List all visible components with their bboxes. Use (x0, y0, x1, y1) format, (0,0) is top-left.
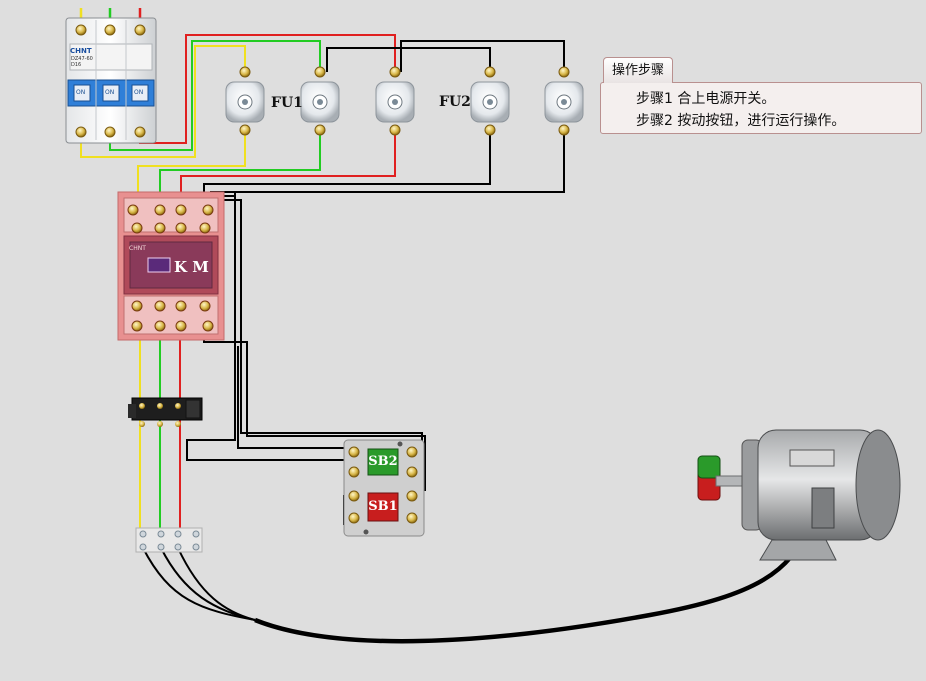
stop-button-sb1[interactable] (367, 492, 399, 522)
breaker-model: DZ47-60 (71, 56, 93, 62)
fu1-label: FU1 (271, 95, 303, 111)
circuit-breaker[interactable] (65, 17, 157, 144)
operation-steps-tab[interactable]: 操作步骤 (603, 57, 674, 83)
breaker-rating: D16 (71, 62, 82, 68)
motor-cable (142, 527, 811, 644)
contactor-brand: CHNT (129, 245, 146, 252)
start-button-sb2[interactable] (367, 448, 399, 476)
fuse-fu1-l3[interactable] (375, 66, 415, 136)
fuse-fu1-l2[interactable] (300, 66, 340, 136)
motor-terminal-block (135, 527, 203, 553)
operation-steps-panel (600, 82, 922, 134)
contactor-km[interactable] (117, 191, 225, 341)
fuse-fu2-2[interactable] (544, 66, 584, 136)
fuse-fu2-1[interactable] (470, 66, 510, 136)
breaker-pole-3-state: ON (134, 89, 144, 96)
breaker-pole-1-state: ON (76, 89, 86, 96)
breaker-pole-2-state: ON (105, 89, 115, 96)
fuse-fu1-l1[interactable] (225, 66, 265, 136)
step-1-text: 步骤1 合上电源开关。 (636, 91, 776, 107)
breaker-brand: CHNT (70, 47, 92, 55)
contactor-label: K M (174, 258, 209, 276)
fu2-label: FU2 (439, 94, 471, 110)
thermal-overload-relay[interactable] (128, 397, 203, 427)
step-2-text: 步骤2 按动按钮，进行运行操作。 (636, 113, 846, 129)
electric-motor[interactable] (697, 429, 901, 561)
sb1-label: SB1 (368, 499, 398, 514)
pushbutton-station (343, 439, 425, 537)
fu-control-feed-wires (326, 40, 565, 72)
sb2-label: SB2 (368, 454, 398, 469)
